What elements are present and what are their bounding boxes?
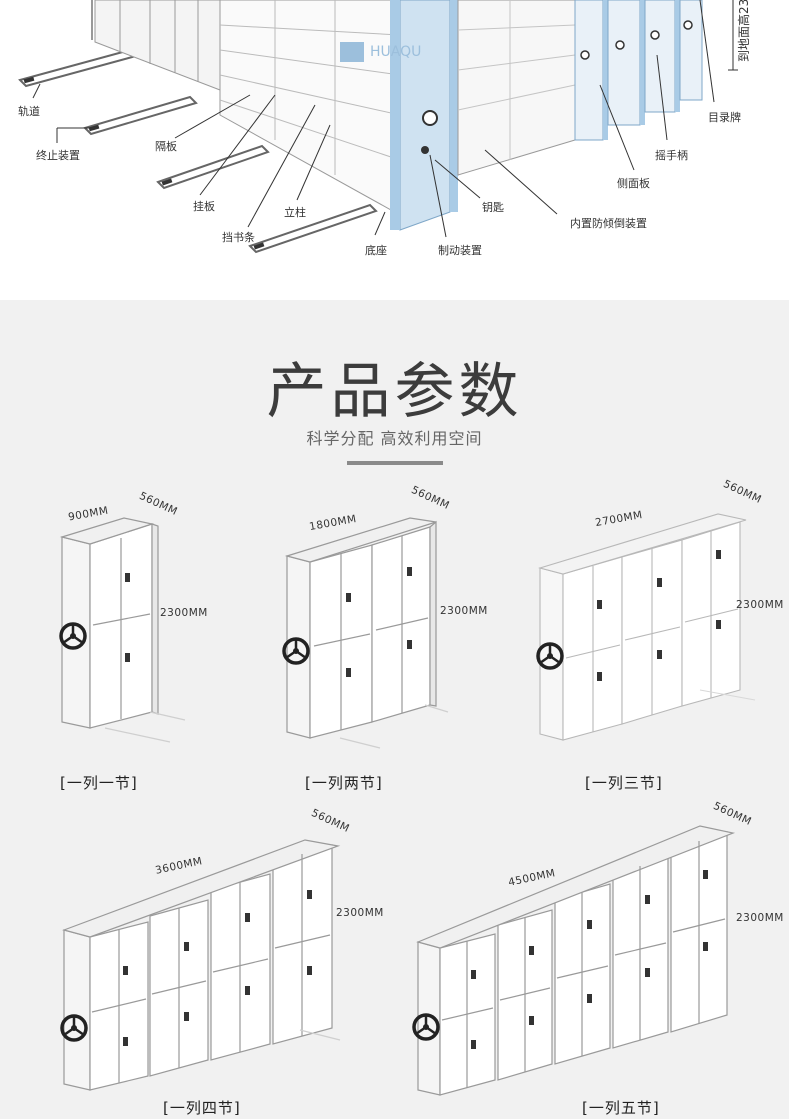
cabinet-1-section <box>59 517 186 743</box>
config-1-height: 2300MM <box>160 607 208 619</box>
section-title: 产品参数 <box>266 357 523 427</box>
label-key: 钥匙 <box>482 201 504 214</box>
config-4-caption: [一列四节] <box>163 1099 241 1117</box>
label-partition: 隔板 <box>155 140 177 153</box>
config-4-height: 2300MM <box>336 907 384 919</box>
structure-diagram: HUAQU 到地面高236 轨道 终止装置 隔板 挂板 挡书条 立柱 底座 <box>0 0 789 300</box>
title-divider <box>347 461 443 465</box>
label-catalog-plate: 目录牌 <box>708 111 741 124</box>
config-2-caption: [一列两节] <box>305 774 383 792</box>
logo-text: HUAQU <box>370 44 421 60</box>
height-note: 到地面高236 <box>736 0 751 62</box>
label-stop-device: 终止装置 <box>36 149 80 162</box>
label-hanging-board: 挂板 <box>193 200 215 213</box>
config-2-height: 2300MM <box>440 605 488 617</box>
label-track: 轨道 <box>18 105 40 118</box>
cabinet-2-sections <box>284 517 449 749</box>
cabinet-5-sections <box>416 825 736 1096</box>
label-anti-tilt: 内置防倾倒装置 <box>570 217 647 230</box>
config-5-caption: [一列五节] <box>582 1099 660 1117</box>
label-column: 立柱 <box>284 206 306 219</box>
section-subtitle: 科学分配 高效利用空间 <box>306 429 483 448</box>
cabinet-3-sections <box>537 513 756 741</box>
label-handle: 摇手柄 <box>655 149 688 162</box>
config-5-height: 2300MM <box>736 912 784 924</box>
label-side-panel: 侧面板 <box>617 177 650 190</box>
config-3-caption: [一列三节] <box>585 774 663 792</box>
cabinet-4-sections <box>62 839 341 1091</box>
config-1-caption: [一列一节] <box>60 774 138 792</box>
config-3-height: 2300MM <box>736 599 784 611</box>
label-base: 底座 <box>365 244 387 257</box>
structure-illustration: HUAQU 到地面高236 <box>18 0 751 254</box>
label-brake: 制动装置 <box>438 244 482 257</box>
label-book-stop: 挡书条 <box>222 231 255 244</box>
